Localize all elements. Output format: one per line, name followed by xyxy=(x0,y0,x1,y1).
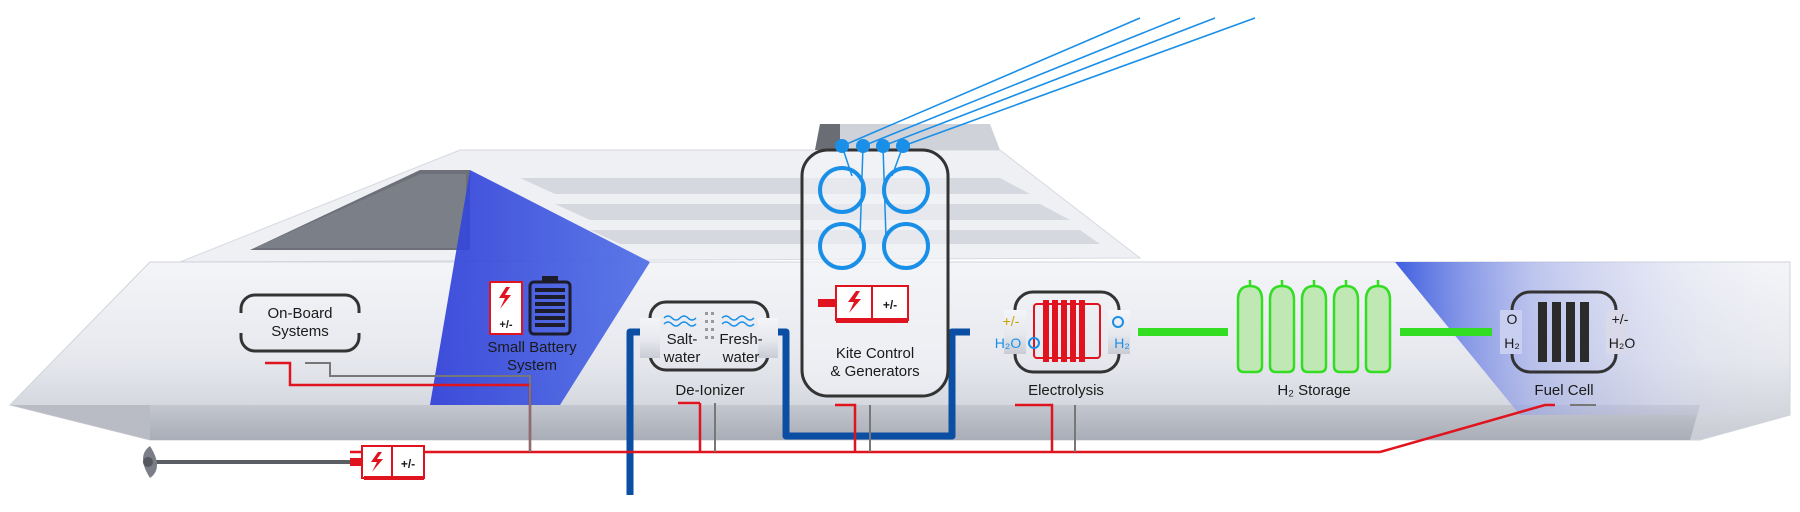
freshwater-label-2: water xyxy=(722,349,760,366)
generator-drum-icon xyxy=(818,166,930,270)
small-battery-system: +/- Small Battery System xyxy=(487,276,577,374)
propeller xyxy=(143,446,350,478)
kite-sign: +/- xyxy=(883,298,897,312)
fuel-cell-stack-icon xyxy=(1538,302,1589,362)
tank-icon xyxy=(1364,284,1392,374)
electrolysis-label: Electrolysis xyxy=(1028,382,1104,399)
lightning-icon xyxy=(499,287,511,309)
fuel-cell-label: Fuel Cell xyxy=(1534,382,1593,399)
fuel-cell-h2: H₂ xyxy=(1504,335,1520,351)
wave-icon xyxy=(663,315,755,327)
fuel-cell: O H₂ +/- H₂O Fuel Cell xyxy=(1500,290,1636,399)
kite-label-1: Kite Control xyxy=(836,345,914,362)
kite-tethers xyxy=(841,17,1256,147)
de-ionizer: Salt- water Fresh- water De-Ionizer xyxy=(640,300,778,399)
tank-icon xyxy=(1236,284,1264,374)
motor-sign: +/- xyxy=(401,457,415,471)
electrolysis: +/- H₂O H₂ Electrolysis xyxy=(995,290,1130,399)
return-lines xyxy=(305,362,1596,452)
h2-storage xyxy=(1236,284,1392,374)
lightning-icon xyxy=(848,291,861,313)
battery-label-2: System xyxy=(507,357,557,374)
electrolysis-cell-icon xyxy=(1043,300,1085,362)
saltwater-label-1: Salt- xyxy=(667,331,698,348)
tank-icon xyxy=(1300,284,1328,374)
fuel-cell-o: O xyxy=(1507,311,1518,327)
fuel-cell-h2o: H₂O xyxy=(1609,335,1636,351)
battery-label-1: Small Battery xyxy=(487,339,577,356)
kite-inverter: +/- xyxy=(818,285,909,323)
h2-storage-label: H₂ Storage xyxy=(1277,382,1350,399)
lightning-icon xyxy=(371,452,383,472)
kite-control-generators: +/- Kite Control & Generators xyxy=(800,139,950,398)
onboard-label-2: Systems xyxy=(271,323,329,340)
electrolysis-sign: +/- xyxy=(1003,313,1020,329)
motor-inverter: +/- xyxy=(350,445,425,480)
fuel-cell-sign: +/- xyxy=(1612,311,1629,327)
freshwater-label-1: Fresh- xyxy=(719,331,762,348)
tank-icon xyxy=(1332,284,1360,374)
deionizer-label: De-Ionizer xyxy=(675,382,744,399)
kite-label-2: & Generators xyxy=(830,363,919,380)
tank-icon xyxy=(1268,284,1296,374)
onboard-label-1: On-Board xyxy=(267,305,332,322)
onboard-systems: On-Board Systems xyxy=(239,293,361,353)
electrolysis-h2o: H₂O xyxy=(995,335,1022,351)
electrolysis-h2: H₂ xyxy=(1114,335,1130,351)
saltwater-label-2: water xyxy=(663,349,701,366)
battery-sign: +/- xyxy=(499,319,512,331)
